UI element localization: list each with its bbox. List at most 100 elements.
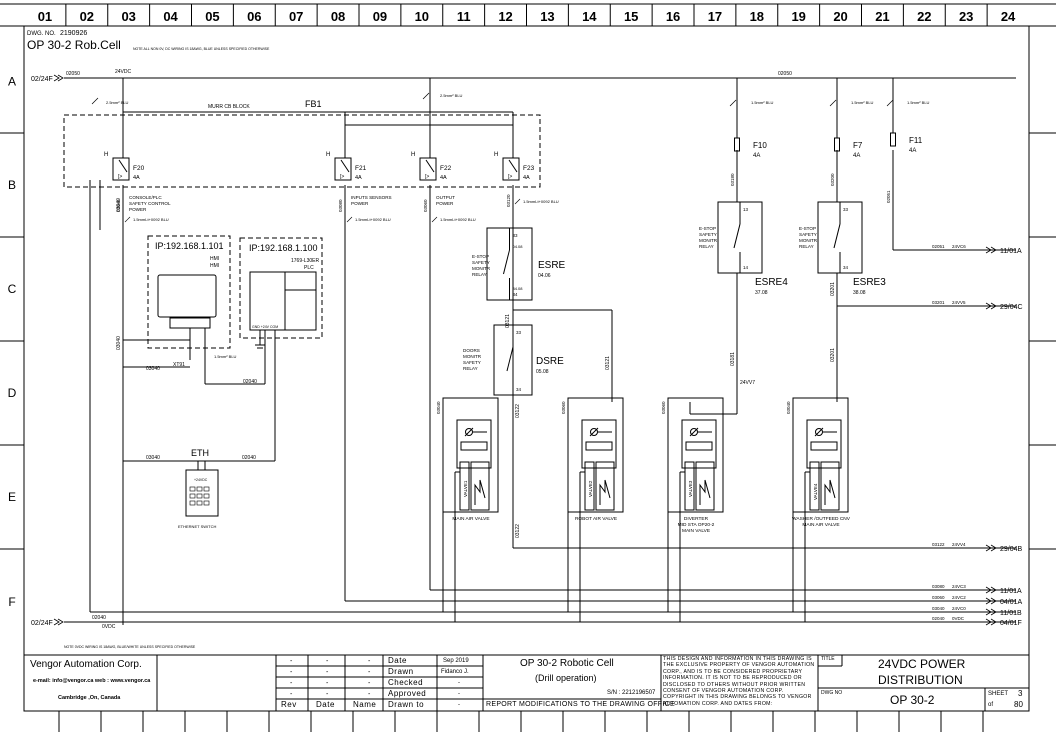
wire-03201: 03201 <box>830 348 836 362</box>
cb-block-frame <box>63 114 541 188</box>
fuse-f7 <box>834 137 840 152</box>
company-name: Vengor Automation Corp. <box>30 659 142 670</box>
wire-03122: 03122 <box>515 404 521 418</box>
valve-tag: VALVE2 <box>588 480 593 497</box>
breaker-f22: H[> <box>411 150 437 181</box>
row-label-left: C <box>8 282 17 296</box>
cb-block-label: MURR CB BLOCK <box>208 104 250 110</box>
output-reference: 29/04C <box>1000 304 1023 311</box>
revision-cell: - <box>290 669 293 676</box>
eth-wire2: 02040 <box>242 455 256 461</box>
title-block-bottom-ticks <box>58 711 984 732</box>
revision-cell: - <box>290 691 293 698</box>
label-checked: Checked <box>388 678 424 687</box>
breaker-f20: H[> <box>104 150 130 181</box>
hmi-wire-spec: 1.5mm² BLU <box>214 354 237 359</box>
column-label: 19 <box>791 9 805 24</box>
revision-cell: - <box>326 691 329 698</box>
project-operation: (Drill operation) <box>535 673 597 683</box>
fuse-wire: 03180 <box>730 173 735 186</box>
hmi-ip: IP:192.168.1.101 <box>155 241 224 251</box>
bottom-note: NOTE 0VDC WIRING IS 18AWG, BLUE/WHITE UN… <box>64 645 196 649</box>
output-voltage: 24VV4 <box>952 542 966 547</box>
cb-block-tag: FB1 <box>305 99 322 109</box>
bus-wire-02050-right: 02050 <box>778 71 792 77</box>
row-label-left: D <box>8 386 17 400</box>
relay-contact-out: 34 <box>516 387 522 392</box>
bus-left-ref: 02/24F <box>31 76 53 83</box>
hmi-wire: 03040 <box>146 366 160 372</box>
dwg-number: OP 30-2 <box>890 693 935 707</box>
header: DWG. NO. 2190926 OP 30-2 Rob.Cell NOTE A… <box>27 30 270 52</box>
wire-spec-marks <box>91 92 894 107</box>
fuse-rating: 4A <box>753 153 760 159</box>
breaker-wire: 03120 <box>506 194 511 207</box>
fb1-wire-spec: 2.5mm² BLU <box>106 100 129 105</box>
serial-number: S/N : 2212196507 <box>607 690 656 696</box>
breaker-f21: H[> <box>326 150 352 181</box>
wire-03040-left: 03040 <box>116 198 122 212</box>
value-approved: - <box>458 691 460 697</box>
breaker-wire-spec: 1.5mmLt+0092 BLU <box>523 199 559 204</box>
relay-esre <box>486 227 533 301</box>
output-voltage: 24VC6 <box>952 244 966 249</box>
column-label: 17 <box>708 9 722 24</box>
breaker-wire: 03040 <box>116 199 121 212</box>
title-line-1: 24VDC POWER <box>878 657 966 671</box>
column-label: 18 <box>750 9 764 24</box>
company-location: Cambridge ,On, Canada <box>58 695 121 701</box>
svg-text:[>: [> <box>340 174 344 180</box>
relay-contact-in: 33 <box>516 330 522 335</box>
valve-label: ROBOT AIR VALVE <box>575 516 617 522</box>
relay-ref: 05.08 <box>536 369 549 375</box>
revision-cell: - <box>368 691 371 698</box>
proprietary-notice: THIS DESIGN AND INFORMATION IN THIS DRAW… <box>663 656 815 707</box>
valve-tag: VALVE4 <box>813 483 818 500</box>
output-wire: 03201 <box>932 300 945 305</box>
column-label: 15 <box>624 9 638 24</box>
output-reference: 04/01F <box>1000 620 1022 627</box>
relay-ref: 38.08 <box>853 290 866 296</box>
output-wire: 03080 <box>932 584 945 589</box>
output-wire: 03040 <box>932 606 945 611</box>
valve-1 <box>442 397 499 513</box>
bottom-left-ref: 02/24F <box>31 620 53 627</box>
breaker-wire-spec: 1.5mmLt+0092 BLU <box>440 217 476 222</box>
relay-contact-in: 33 <box>843 207 849 212</box>
valve-4 <box>792 397 849 513</box>
valve-wire: 03040 <box>436 401 441 414</box>
valve-wire: 03060 <box>661 401 666 414</box>
value-drawn-to: - <box>458 702 460 708</box>
label-dwg-no: DWG NO <box>821 690 843 696</box>
breaker-tag: F20 <box>133 165 145 172</box>
sheet-number: 3 <box>1018 689 1023 698</box>
relay-tag: ESRE4 <box>755 277 788 288</box>
column-label: 14 <box>582 9 597 24</box>
revision-cell: - <box>368 669 371 676</box>
column-label: 22 <box>917 9 931 24</box>
label-drawn: Drawn <box>388 667 414 676</box>
svg-text:[>: [> <box>425 174 429 180</box>
f22-wire-spec: 2.5mm² BLU <box>440 93 463 98</box>
label-approved: Approved <box>388 689 427 698</box>
output-wire: 03060 <box>932 595 945 600</box>
misc-wire-labels: 03121 03122 03121 03181 24VV7 03201 0312… <box>116 198 836 538</box>
wire-03122b: 03122 <box>515 524 521 538</box>
fuse-f11 <box>890 132 896 147</box>
breaker-tag: F22 <box>440 165 452 172</box>
fuse-tag: F7 <box>853 141 863 150</box>
fuse-tag: F11 <box>909 136 923 145</box>
column-label: 06 <box>247 9 261 24</box>
svg-text:H: H <box>104 152 108 158</box>
relay-tag: ESRE <box>538 260 566 271</box>
fuse-rating: 4A <box>853 153 860 159</box>
wire-03040-mid: 03040 <box>116 336 122 350</box>
